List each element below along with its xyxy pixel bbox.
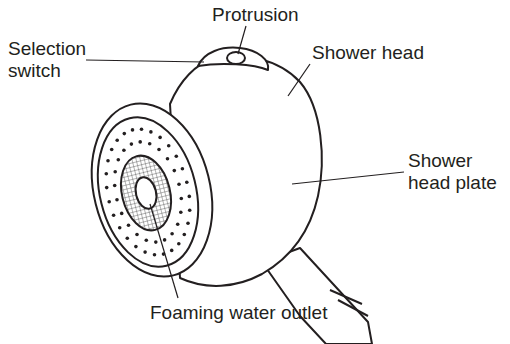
spray-hole — [167, 144, 171, 148]
spray-hole — [113, 170, 117, 174]
spray-hole — [105, 186, 109, 190]
spray-hole — [176, 223, 180, 227]
spray-hole — [122, 148, 126, 152]
spray-hole — [112, 214, 116, 218]
spray-hole — [110, 148, 114, 152]
selection-switch — [198, 48, 268, 70]
spray-hole — [134, 245, 138, 249]
spray-hole — [123, 132, 127, 136]
spray-hole — [186, 221, 190, 225]
spray-hole — [118, 226, 122, 230]
handle-ring — [330, 290, 368, 316]
spray-hole — [173, 169, 177, 173]
leader-line — [238, 26, 246, 54]
spray-hole — [185, 181, 189, 185]
spray-hole — [127, 224, 131, 228]
spray-hole — [180, 197, 184, 201]
spray-hole — [157, 148, 161, 152]
leader-lines — [86, 26, 404, 298]
shower-head-plate — [83, 107, 213, 278]
spray-hole — [181, 167, 185, 171]
spray-hole — [130, 142, 134, 146]
spray-hole — [115, 198, 119, 202]
spray-hole — [188, 208, 192, 212]
part-label: Foaming water outlet — [150, 302, 370, 324]
spray-hole — [126, 237, 130, 241]
spray-hole — [177, 183, 181, 187]
shower-head-plate-rim — [74, 91, 229, 290]
spray-hole — [153, 253, 157, 257]
spray-hole — [170, 232, 174, 236]
spray-hole — [107, 200, 111, 204]
spray-hole — [166, 157, 170, 161]
spray-hole — [163, 238, 167, 242]
spray-hole — [154, 240, 158, 244]
protrusion — [227, 52, 245, 64]
leader-line — [86, 60, 204, 62]
part-label: Shower head plate — [408, 150, 508, 194]
spray-hole — [175, 155, 179, 159]
spray-hole — [143, 250, 147, 254]
spray-hole — [149, 130, 153, 134]
part-label: Protrusion — [212, 4, 332, 26]
spray-hole — [138, 140, 142, 144]
spray-hole — [145, 238, 149, 242]
part-label: Shower head — [312, 42, 452, 64]
spray-hole — [140, 128, 144, 132]
spray-hole — [131, 128, 135, 132]
leader-line — [288, 64, 310, 96]
spray-hole — [113, 184, 117, 188]
spray-holes — [105, 128, 192, 257]
spray-hole — [177, 242, 181, 246]
spray-hole — [148, 142, 152, 146]
spray-hole — [120, 212, 124, 216]
spray-hole — [158, 136, 162, 140]
spray-hole — [106, 159, 110, 163]
spray-hole — [135, 233, 139, 237]
foaming-water-outlet — [114, 150, 179, 235]
outlet-center — [132, 175, 159, 211]
spray-hole — [188, 195, 192, 199]
spray-hole — [115, 138, 119, 142]
leader-line — [292, 172, 404, 184]
spray-hole — [183, 233, 187, 237]
spray-hole — [179, 210, 183, 214]
leader-line — [150, 204, 178, 298]
part-label: Selection switch — [8, 38, 88, 82]
spray-hole — [105, 172, 109, 176]
spray-hole — [117, 158, 121, 162]
spray-hole — [170, 249, 174, 253]
